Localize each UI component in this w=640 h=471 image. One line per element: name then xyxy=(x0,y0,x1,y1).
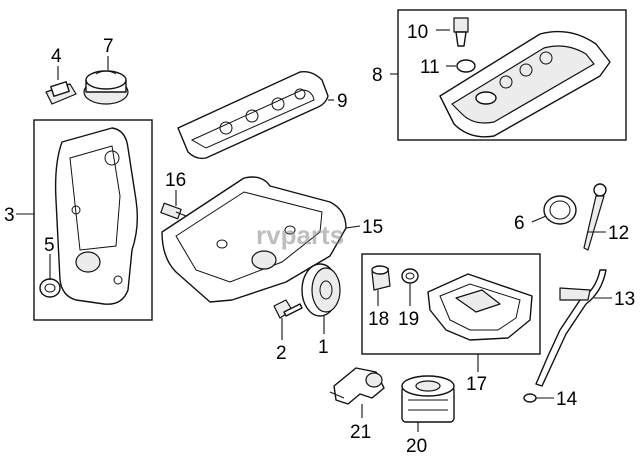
part-18-drain-plug[interactable] xyxy=(371,265,391,291)
callout-21: 21 xyxy=(350,422,371,443)
callout-16: 16 xyxy=(165,170,186,191)
part-16-sensor[interactable] xyxy=(160,202,187,220)
callout-8: 8 xyxy=(372,65,383,86)
part-12-dipstick[interactable] xyxy=(583,183,607,251)
part-6-rear-seal[interactable] xyxy=(543,195,577,225)
watermark: rvparts xyxy=(256,220,344,250)
leader-line xyxy=(345,225,361,229)
callout-15: 15 xyxy=(362,217,383,238)
valve-cover-group-box xyxy=(397,9,627,141)
part-10-plug[interactable] xyxy=(453,17,469,47)
callout-11: 11 xyxy=(420,57,440,78)
callout-19: 19 xyxy=(398,309,419,330)
part-15-lower-block[interactable] xyxy=(161,176,347,303)
callout-9: 9 xyxy=(337,91,348,112)
part-9-valve-cover-gasket[interactable] xyxy=(177,70,329,160)
callout-1: 1 xyxy=(318,337,329,358)
callout-7: 7 xyxy=(103,36,114,57)
callout-5: 5 xyxy=(44,235,55,256)
callout-6: 6 xyxy=(514,213,525,234)
part-2-bolt[interactable] xyxy=(273,299,303,319)
callout-3: 3 xyxy=(4,205,15,226)
part-20-oil-filter[interactable] xyxy=(401,375,455,423)
callout-13: 13 xyxy=(614,289,635,310)
part-13-dipstick-tube[interactable] xyxy=(535,269,607,387)
callout-10: 10 xyxy=(407,22,428,43)
part-14-o-ring[interactable] xyxy=(523,393,537,403)
callout-4: 4 xyxy=(51,46,62,67)
oil-pan-group-box xyxy=(361,253,541,355)
callout-17: 17 xyxy=(466,374,487,395)
part-8-valve-cover[interactable] xyxy=(439,30,611,138)
part-5-front-seal[interactable] xyxy=(39,278,61,298)
part-21-housing[interactable] xyxy=(329,367,385,405)
part-3-timing-cover[interactable] xyxy=(54,127,139,305)
leader-line xyxy=(531,215,547,223)
part-7-oil-cap[interactable] xyxy=(83,70,129,105)
callout-12: 12 xyxy=(608,223,629,244)
part-1-crank-pulley[interactable] xyxy=(301,263,341,317)
part-4-sensor[interactable] xyxy=(45,81,77,105)
callout-14: 14 xyxy=(556,389,578,410)
part-11-o-ring[interactable] xyxy=(456,59,476,73)
callout-20: 20 xyxy=(406,436,427,457)
part-17-oil-pan[interactable] xyxy=(427,273,533,341)
callout-2: 2 xyxy=(276,343,287,364)
timing-cover-group-box xyxy=(33,119,153,321)
callout-18: 18 xyxy=(368,309,389,330)
part-19-washer[interactable] xyxy=(401,268,419,284)
